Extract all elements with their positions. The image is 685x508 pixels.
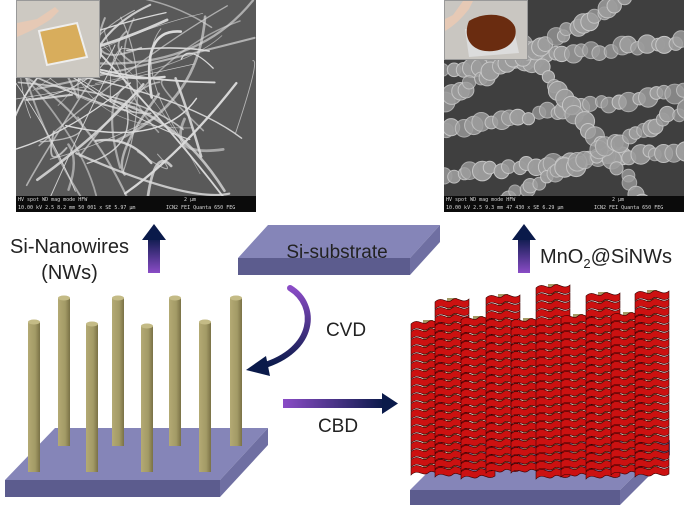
sem-bar-line1-right: HV spot WD mag mode HFW	[446, 197, 516, 203]
si-nanowire-array	[5, 295, 268, 497]
cvd-label: CVD	[325, 320, 367, 341]
nanowire	[169, 295, 181, 446]
si-substrate-tile	[238, 225, 440, 275]
photo-inset-si-wafer	[16, 0, 100, 78]
cbd-label: CBD	[317, 416, 359, 437]
sem-info-bar-right: HV spot WD mag mode HFW 10.00 kV 2.5 9.3…	[444, 196, 684, 212]
nanowire	[230, 295, 242, 446]
sem-instrument-label: ICN2 FEI Quanta 650 FEG	[166, 205, 236, 211]
sem-scale-label-right: 2 μm	[612, 197, 625, 203]
sem-bar-line1: HV spot WD mag mode HFW	[18, 197, 88, 203]
nanowire	[199, 319, 211, 472]
sem-bar-line2: 10.00 kV 2.5 8.2 mm 50 001 x SE 5.97 μm	[18, 205, 136, 211]
arrow-up-left-icon	[142, 224, 166, 273]
nanowire	[112, 295, 124, 446]
cbd-arrow-icon	[283, 393, 398, 414]
nws-label: (NWs)	[41, 262, 98, 284]
nanowire	[141, 323, 153, 472]
nanowire	[28, 319, 40, 472]
mno2-coated-nanowire-array	[410, 284, 670, 505]
cvd-curved-arrow-icon	[246, 285, 311, 376]
mno2-sinws-label: MnO2@SiNWs	[536, 246, 676, 271]
sem-bar-line2-right: 10.00 kV 2.5 9.3 mm 47 430 x SE 6.29 μm	[446, 205, 564, 211]
mno2-label-suffix: @SiNWs	[590, 246, 672, 268]
sem-image-si-nanowires: HV spot WD mag mode HFW 10.00 kV 2.5 8.2…	[16, 0, 256, 212]
nanowire	[86, 321, 98, 472]
coated-nanowire	[634, 290, 670, 478]
sem-info-bar: HV spot WD mag mode HFW 10.00 kV 2.5 8.2…	[16, 196, 256, 212]
sem-scale-label: 2 μm	[184, 197, 197, 203]
mno2-label-prefix: MnO	[540, 246, 584, 268]
photo-inset-mno2-wafer	[444, 0, 528, 60]
coated-nanowire	[434, 298, 470, 478]
nanowire	[58, 295, 70, 446]
sem-image-mno2-sinws: HV spot WD mag mode HFW 10.00 kV 2.5 9.3…	[444, 0, 684, 212]
mno2-label-subscript: 2	[583, 256, 591, 271]
sem-instrument-label-right: ICN2 FEI Quanta 650 FEG	[594, 205, 664, 211]
arrow-up-right-icon	[512, 224, 536, 273]
si-substrate-label: Si-substrate	[286, 242, 388, 263]
si-nanowires-label: Si-Nanowires	[10, 236, 129, 258]
